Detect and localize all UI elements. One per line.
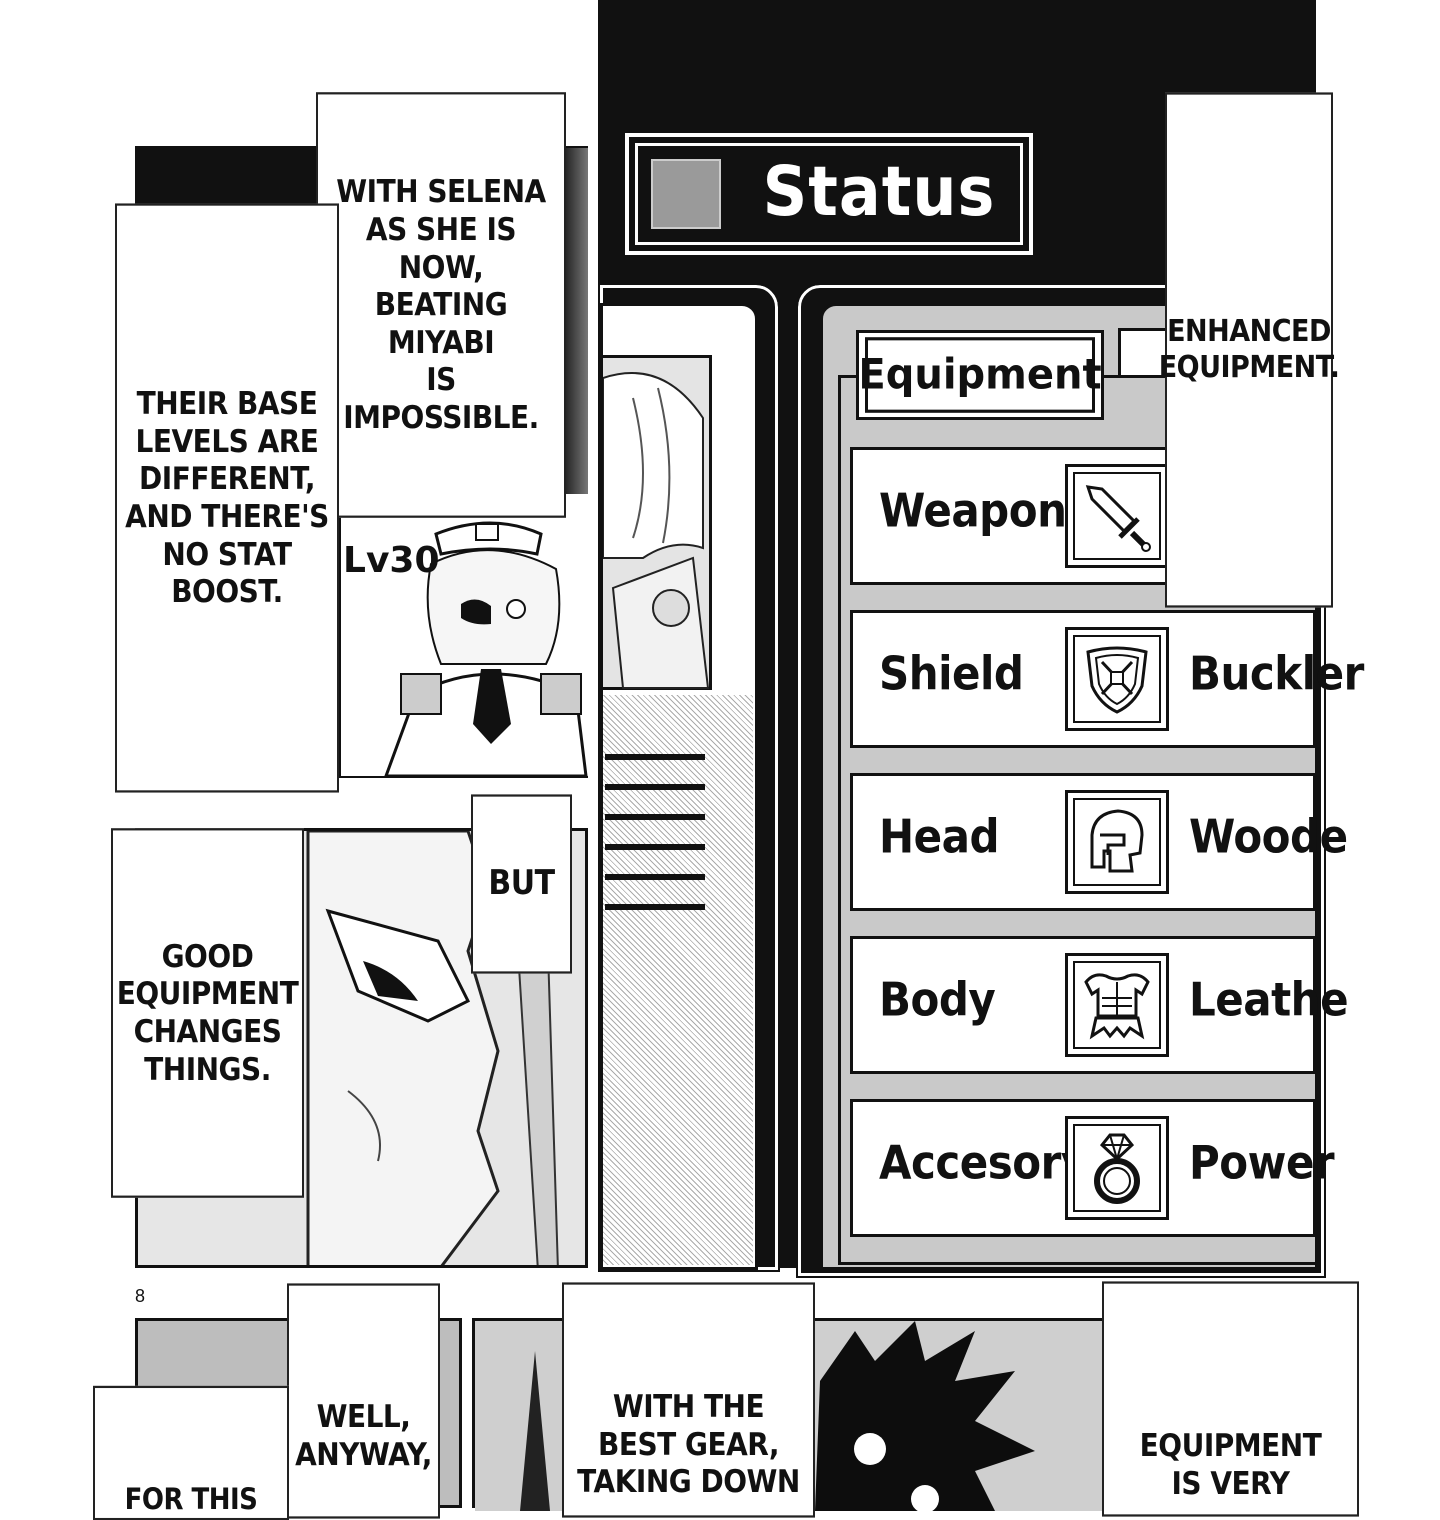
helmet-icon bbox=[1065, 790, 1169, 894]
caption-but: BUT bbox=[471, 794, 572, 974]
caption-for-this: FOR THIS bbox=[93, 1385, 289, 1520]
character-window bbox=[600, 355, 712, 690]
status-title-border bbox=[635, 143, 1023, 245]
equipment-slot-accessory[interactable]: Accesory Power bbox=[850, 1099, 1335, 1237]
tab-equipment[interactable]: Equipment bbox=[856, 330, 1104, 420]
selena-illustration bbox=[383, 521, 588, 778]
caption-equipment-is-very: EQUIPMENT IS VERY bbox=[1102, 1281, 1359, 1517]
level-label: Lv30 bbox=[343, 540, 440, 581]
slot-label: Body bbox=[879, 972, 996, 1027]
status-title-plate: Status bbox=[622, 130, 1036, 258]
character-back-illustration bbox=[602, 372, 710, 689]
equipment-slot-head[interactable]: Head Woode bbox=[850, 773, 1348, 911]
slot-label: Accesory bbox=[879, 1135, 1088, 1190]
slot-value: Woode bbox=[1189, 809, 1348, 864]
armor-icon bbox=[1065, 953, 1169, 1057]
panel-1-art bbox=[338, 494, 588, 778]
ring-icon bbox=[1065, 1116, 1169, 1220]
sword-icon bbox=[1065, 464, 1169, 568]
status-title: Status bbox=[762, 151, 996, 232]
caption-well-anyway: WELL, ANYWAY, bbox=[287, 1283, 440, 1519]
caption-selena-impossible: WITH SELENA AS SHE IS NOW, BEATING MIYAB… bbox=[316, 92, 566, 518]
shield-icon bbox=[1065, 627, 1169, 731]
screen-dashes bbox=[605, 730, 705, 920]
slot-value: Power bbox=[1189, 1135, 1335, 1190]
slot-label: Weapon bbox=[879, 483, 1067, 538]
slot-value: Leathe bbox=[1189, 972, 1349, 1027]
page-number: 8 bbox=[135, 1286, 146, 1306]
tab-equipment-label: Equipment bbox=[858, 337, 1102, 413]
caption-best-gear: WITH THE BEST GEAR, TAKING DOWN bbox=[562, 1282, 815, 1518]
slot-label: Shield bbox=[879, 646, 1024, 701]
status-square-icon bbox=[651, 159, 721, 229]
slot-value: Buckler bbox=[1189, 646, 1364, 701]
slot-label: Head bbox=[879, 809, 1000, 864]
equipment-slot-shield[interactable]: Shield Buckler bbox=[850, 610, 1364, 748]
caption-base-levels: THEIR BASE LEVELS ARE DIFFERENT, AND THE… bbox=[115, 203, 339, 793]
caption-good-equipment: GOOD EQUIPMENT CHANGES THINGS. bbox=[111, 828, 304, 1198]
caption-enhanced-equipment: ENHANCED EQUIPMENT. bbox=[1159, 92, 1340, 608]
equipment-slot-body[interactable]: Body Leathe bbox=[850, 936, 1349, 1074]
